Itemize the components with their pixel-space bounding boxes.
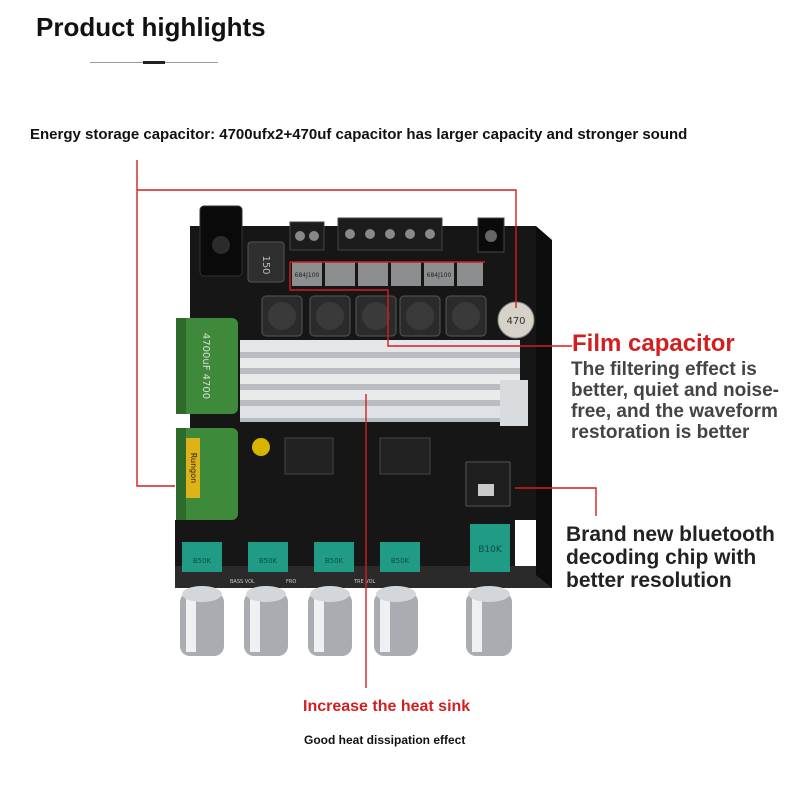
heat-sink-description: Good heat dissipation effect: [304, 733, 466, 747]
potentiometer-label: B50K: [325, 557, 344, 565]
film-capacitor-callout-line: [289, 262, 572, 347]
terminal-screw: [309, 231, 319, 241]
crystal-oscillator: [478, 484, 494, 496]
electrolytic-capacitor-4700uf: 4700uF 4700: [176, 318, 238, 414]
heat-sink-title: Increase the heat sink: [303, 698, 471, 715]
small-capacitor-label: 470: [506, 316, 525, 327]
potentiometer-label: B50K: [259, 557, 278, 565]
terminal-screw: [345, 229, 355, 239]
capacitor-callout-line: [136, 160, 175, 487]
film-capacitor-title: Film capacitor: [572, 330, 735, 357]
top-inductor: [247, 241, 285, 283]
brand-capacitor-label: Rungon: [189, 453, 198, 483]
terminal-screw: [385, 229, 395, 239]
bluetooth-callout-line: [515, 487, 597, 516]
heat-sink: [240, 340, 528, 426]
yellow-indicator: [252, 438, 270, 456]
knob-row: [180, 586, 512, 656]
capacitor-callout-text: Energy storage capacitor: 4700ufx2+470uf…: [30, 126, 688, 143]
top-inductor-label: 150: [260, 255, 271, 274]
film-capacitor-description: The filtering effect is better, quiet an…: [571, 359, 779, 443]
inductor-row: [261, 295, 487, 337]
potentiometer: [182, 542, 222, 572]
potentiometer: [470, 524, 510, 572]
callout-lines: [136, 160, 597, 688]
amplifier-chip: [379, 437, 431, 475]
pot-caption: FRO: [286, 579, 296, 585]
subwoofer-knob: [466, 586, 512, 656]
title-divider-accent: [143, 61, 165, 64]
film-capacitor: [358, 262, 388, 286]
potentiometer: [380, 542, 420, 572]
terminal-screw: [425, 229, 435, 239]
potentiometer-label: B10K: [478, 545, 503, 555]
film-capacitor: [325, 262, 355, 286]
capacitor-bracket-line: [137, 189, 517, 308]
potentiometer: [248, 542, 288, 572]
pot-caption: TRE VOL: [353, 579, 376, 585]
page-title: Product highlights: [36, 12, 266, 42]
volume-knob: [180, 586, 224, 656]
potentiometer-label: B50K: [193, 557, 212, 565]
terminal-screw: [365, 229, 375, 239]
front-knob: [374, 586, 418, 656]
pcb-side-bevel: [536, 226, 552, 588]
pot-caption: BASS VOL: [230, 579, 255, 585]
terminal-screw: [405, 229, 415, 239]
film-capacitor: [292, 262, 322, 286]
terminal-screw: [295, 231, 305, 241]
film-capacitor: [457, 262, 483, 286]
bass-knob: [244, 586, 288, 656]
bluetooth-chip-text: Brand new bluetooth decoding chip with b…: [566, 523, 775, 592]
big-capacitor-label: 4700uF 4700: [200, 333, 211, 399]
potentiometer: [314, 542, 354, 572]
film-capacitor-label: 684J100: [295, 272, 320, 279]
electrolytic-capacitor-brand: Rungon: [176, 428, 238, 520]
treble-knob: [308, 586, 352, 656]
potentiometer-row: B50K B50K B50K B50K B10K BASS VOL TRE VO…: [182, 524, 510, 585]
amplifier-chip: [284, 437, 334, 475]
dc-jack-hole: [212, 236, 230, 254]
film-capacitor: [391, 262, 421, 286]
film-capacitor-label: 684J100: [427, 272, 452, 279]
potentiometer-label: B50K: [391, 557, 410, 565]
film-capacitor-row: 684J100 684J100: [292, 262, 483, 286]
film-capacitor: [424, 262, 454, 286]
aux-jack-hole: [485, 230, 497, 242]
